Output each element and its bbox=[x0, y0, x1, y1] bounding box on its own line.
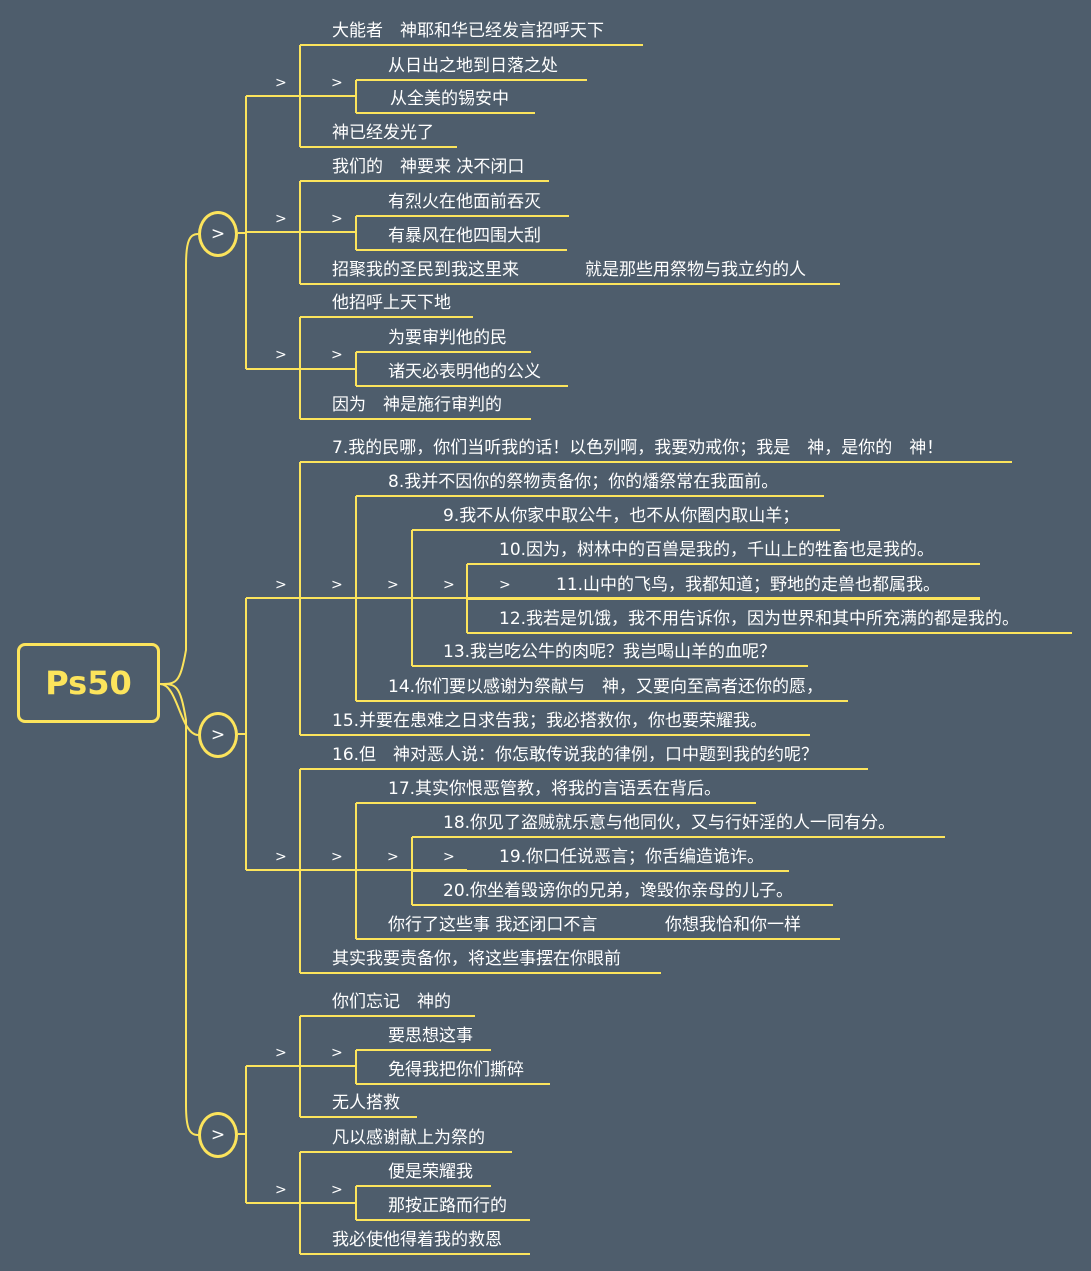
node-label[interactable]: 17.其实你恨恶管教，将我的言语丢在背后。 bbox=[388, 779, 722, 799]
root-node[interactable]: Ps50 bbox=[17, 643, 160, 723]
node-label[interactable]: 20.你坐着毁谤你的兄弟，谗毁你亲母的儿子。 bbox=[443, 881, 794, 901]
node-label[interactable]: 有烈火在他面前吞灭 bbox=[388, 192, 541, 212]
expand-arrow-icon[interactable]: > bbox=[331, 1182, 343, 1198]
node-label[interactable]: 18.你见了盗贼就乐意与他同伙，又与行奸淫的人一同有分。 bbox=[443, 813, 896, 833]
node-label[interactable]: 免得我把你们撕碎 bbox=[388, 1060, 524, 1080]
node-label[interactable]: 19.你口任说恶言；你舌编造诡诈。 bbox=[499, 847, 765, 867]
expand-arrow-icon[interactable]: > bbox=[443, 577, 455, 593]
node-label[interactable]: 我必使他得着我的救恩 bbox=[332, 1230, 502, 1250]
connector-curve bbox=[159, 233, 199, 685]
node-label[interactable]: 10.因为，树林中的百兽是我的，千山上的牲畜也是我的。 bbox=[499, 540, 935, 560]
expand-arrow-icon[interactable]: > bbox=[331, 1045, 343, 1061]
expand-arrow-icon[interactable]: > bbox=[275, 75, 287, 91]
node-label[interactable]: 那按正路而行的 bbox=[388, 1196, 507, 1216]
node-label[interactable]: 你们忘记 神的 bbox=[332, 992, 451, 1012]
node-label[interactable]: 他招呼上天下地 bbox=[332, 293, 451, 313]
node-label[interactable]: 诸天必表明他的公义 bbox=[388, 362, 541, 382]
hub-node-2[interactable]: > bbox=[198, 712, 238, 758]
node-label[interactable]: 12.我若是饥饿，我不用告诉你，因为世界和其中所充满的都是我的。 bbox=[499, 609, 1020, 629]
node-label[interactable]: 神已经发光了 bbox=[332, 123, 434, 143]
expand-arrow-icon[interactable]: > bbox=[331, 347, 343, 363]
node-label[interactable]: 便是荣耀我 bbox=[388, 1162, 473, 1182]
expand-arrow-icon[interactable]: > bbox=[387, 577, 399, 593]
node-label[interactable]: 8.我并不因你的祭物责备你；你的燔祭常在我面前。 bbox=[388, 472, 779, 492]
node-label[interactable]: 从日出之地到日落之处 bbox=[388, 56, 558, 76]
expand-arrow-icon[interactable]: > bbox=[331, 211, 343, 227]
node-label[interactable]: 凡以感谢献上为祭的 bbox=[332, 1128, 485, 1148]
node-label[interactable]: 要思想这事 bbox=[388, 1026, 473, 1046]
expand-arrow-icon[interactable]: > bbox=[275, 577, 287, 593]
expand-arrow-icon[interactable]: > bbox=[331, 75, 343, 91]
expand-arrow-icon[interactable]: > bbox=[331, 849, 343, 865]
expand-arrow-icon[interactable]: > bbox=[275, 347, 287, 363]
node-label[interactable]: 大能者 神耶和华已经发言招呼天下 bbox=[332, 21, 604, 41]
expand-arrow-icon[interactable]: > bbox=[499, 577, 511, 593]
expand-arrow-icon[interactable]: > bbox=[275, 1182, 287, 1198]
node-label[interactable]: 其实我要责备你，将这些事摆在你眼前 bbox=[332, 949, 621, 969]
node-label[interactable]: 有暴风在他四围大刮 bbox=[388, 226, 541, 246]
node-label[interactable]: 就是那些用祭物与我立约的人 bbox=[585, 260, 806, 280]
node-label[interactable]: 13.我岂吃公牛的肉呢？我岂喝山羊的血呢？ bbox=[443, 642, 777, 662]
root-title: Ps50 bbox=[45, 664, 132, 702]
connector-curve bbox=[159, 683, 199, 736]
node-label[interactable]: 为要审判他的民 bbox=[388, 328, 507, 348]
node-label[interactable]: 你行了这些事 我还闭口不言 bbox=[388, 915, 598, 935]
expand-arrow-icon[interactable]: > bbox=[443, 849, 455, 865]
node-label[interactable]: 15.并要在患难之日求告我；我必搭救你，你也要荣耀我。 bbox=[332, 711, 768, 731]
hub-node-1[interactable]: > bbox=[198, 211, 238, 257]
node-label[interactable]: 因为 神是施行审判的 bbox=[332, 395, 502, 415]
expand-arrow-icon[interactable]: > bbox=[331, 577, 343, 593]
node-label[interactable]: 16.但 神对恶人说：你怎敢传说我的律例，口中题到我的约呢？ bbox=[332, 745, 819, 765]
expand-arrow-icon[interactable]: > bbox=[275, 849, 287, 865]
node-label[interactable]: 招聚我的圣民到我这里来 bbox=[332, 260, 519, 280]
expand-arrow-icon[interactable]: > bbox=[275, 211, 287, 227]
connector-curve bbox=[159, 683, 199, 1136]
node-label[interactable]: 你想我恰和你一样 bbox=[665, 915, 801, 935]
node-label[interactable]: 7.我的民哪，你们当听我的话！以色列啊，我要劝戒你；我是 神，是你的 神！ bbox=[332, 438, 944, 458]
expand-arrow-icon[interactable]: > bbox=[387, 849, 399, 865]
node-label[interactable]: 14.你们要以感谢为祭献与 神，又要向至高者还你的愿， bbox=[388, 677, 824, 697]
node-label[interactable]: 从全美的锡安中 bbox=[390, 89, 509, 109]
expand-arrow-icon[interactable]: > bbox=[275, 1045, 287, 1061]
node-label[interactable]: 无人搭救 bbox=[332, 1093, 400, 1113]
hub-node-3[interactable]: > bbox=[198, 1112, 238, 1158]
node-label[interactable]: 我们的 神要来 决不闭口 bbox=[332, 157, 525, 177]
node-label[interactable]: 9.我不从你家中取公牛，也不从你圈内取山羊； bbox=[443, 506, 800, 526]
node-label[interactable]: 11.山中的飞鸟，我都知道；野地的走兽也都属我。 bbox=[556, 575, 941, 595]
